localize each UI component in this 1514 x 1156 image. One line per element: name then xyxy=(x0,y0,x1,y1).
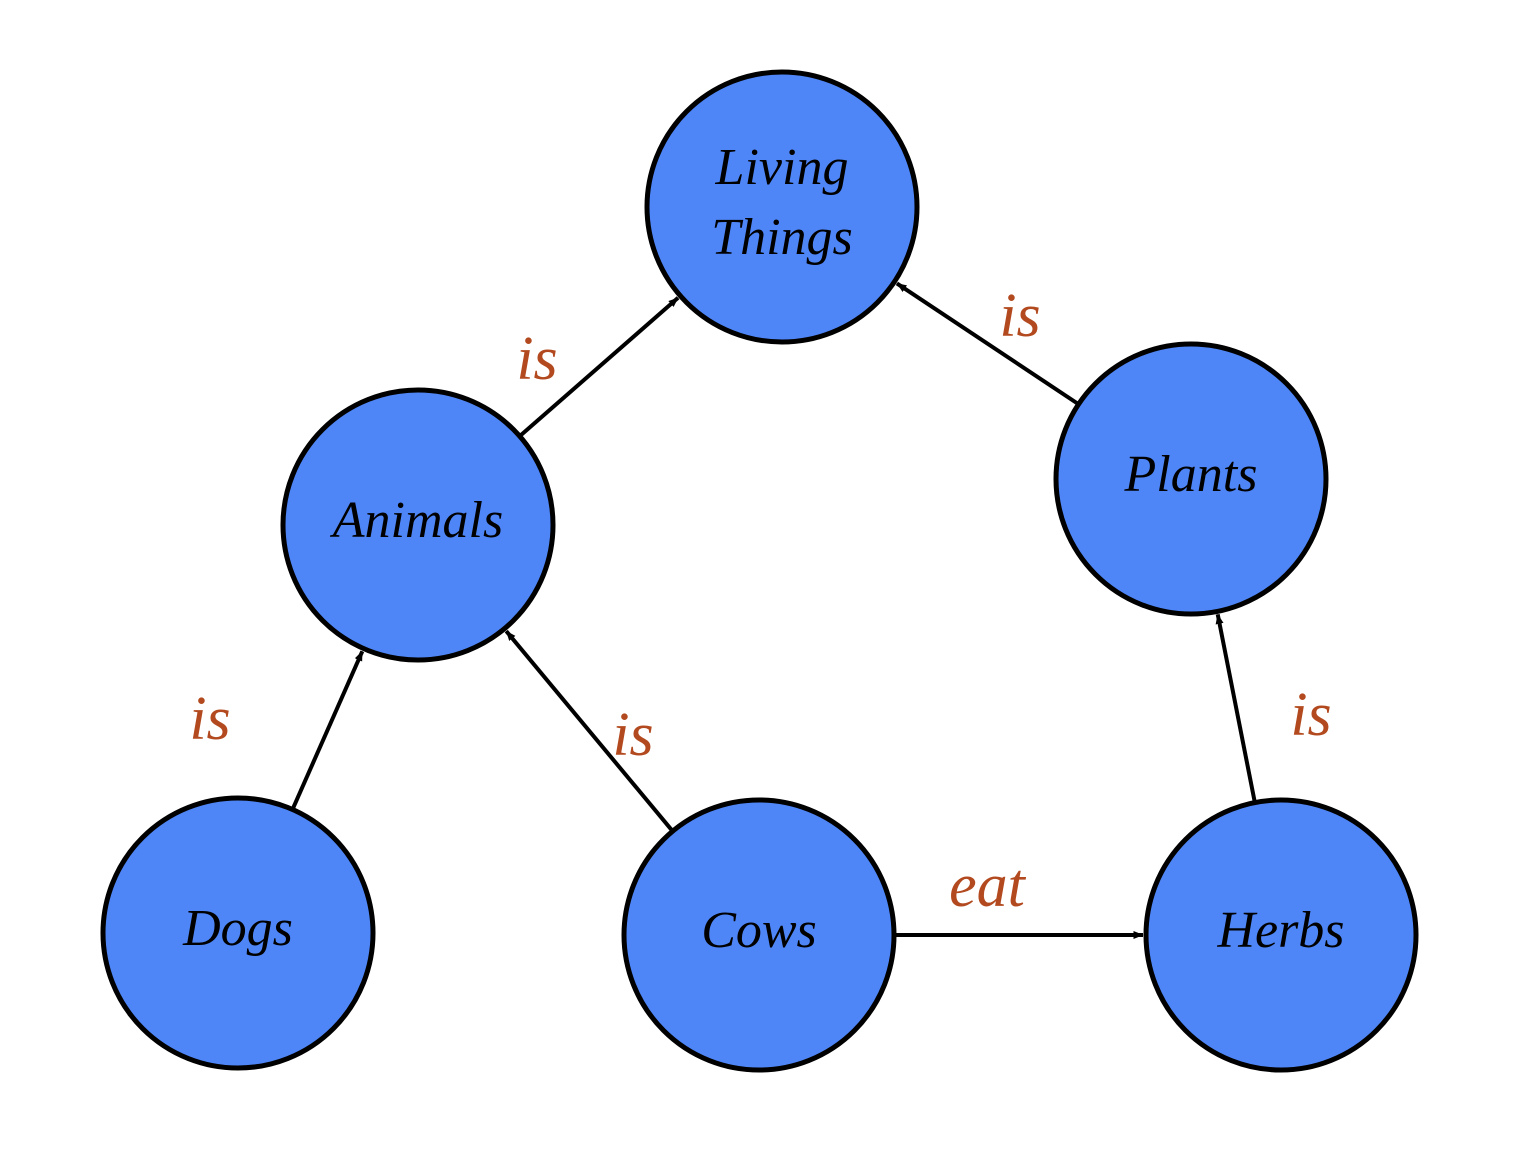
edge-cows-is-animals-arrow xyxy=(504,629,673,831)
node-dogs: Dogs xyxy=(100,795,376,1071)
edge-herbs-is-plants-arrow xyxy=(1215,613,1257,801)
edge-label-animals-living: is xyxy=(516,325,557,393)
node-living-circle xyxy=(644,69,920,345)
node-living-label-line-1: Living xyxy=(715,139,849,196)
node-cows-label-line-1: Cows xyxy=(701,902,817,959)
edge-labels-layer: is is is is is eat xyxy=(189,282,1331,920)
edges-layer xyxy=(291,281,1257,939)
edge-label-herbs-plants: is xyxy=(1290,681,1331,749)
node-dogs-circle xyxy=(100,795,376,1071)
node-herbs-circle xyxy=(1143,797,1419,1073)
node-dogs-label-line-1: Dogs xyxy=(182,900,293,957)
node-animals-label-line-1: Animals xyxy=(330,492,503,549)
node-herbs-label-line-1: Herbs xyxy=(1216,902,1344,959)
edge-label-cows-herbs: eat xyxy=(949,852,1027,920)
node-plants-circle xyxy=(1053,341,1329,617)
node-animals-circle xyxy=(280,387,556,663)
node-plants: Plants xyxy=(1053,341,1329,617)
edge-animals-is-living-arrow xyxy=(519,296,680,437)
edge-label-cows-animals: is xyxy=(612,701,653,769)
node-animals: Animals xyxy=(280,387,556,663)
node-herbs: Herbs xyxy=(1143,797,1419,1073)
node-living-label-line-2: Things xyxy=(711,209,853,266)
node-plants-label-line-1: Plants xyxy=(1124,446,1258,503)
edge-dogs-is-animals-arrow xyxy=(291,650,365,809)
node-cows-circle xyxy=(621,797,897,1073)
node-cows: Cows xyxy=(621,797,897,1073)
edge-label-dogs-animals: is xyxy=(189,685,230,753)
edge-label-plants-living: is xyxy=(999,282,1040,350)
edge-plants-is-living-arrow xyxy=(895,281,1079,405)
